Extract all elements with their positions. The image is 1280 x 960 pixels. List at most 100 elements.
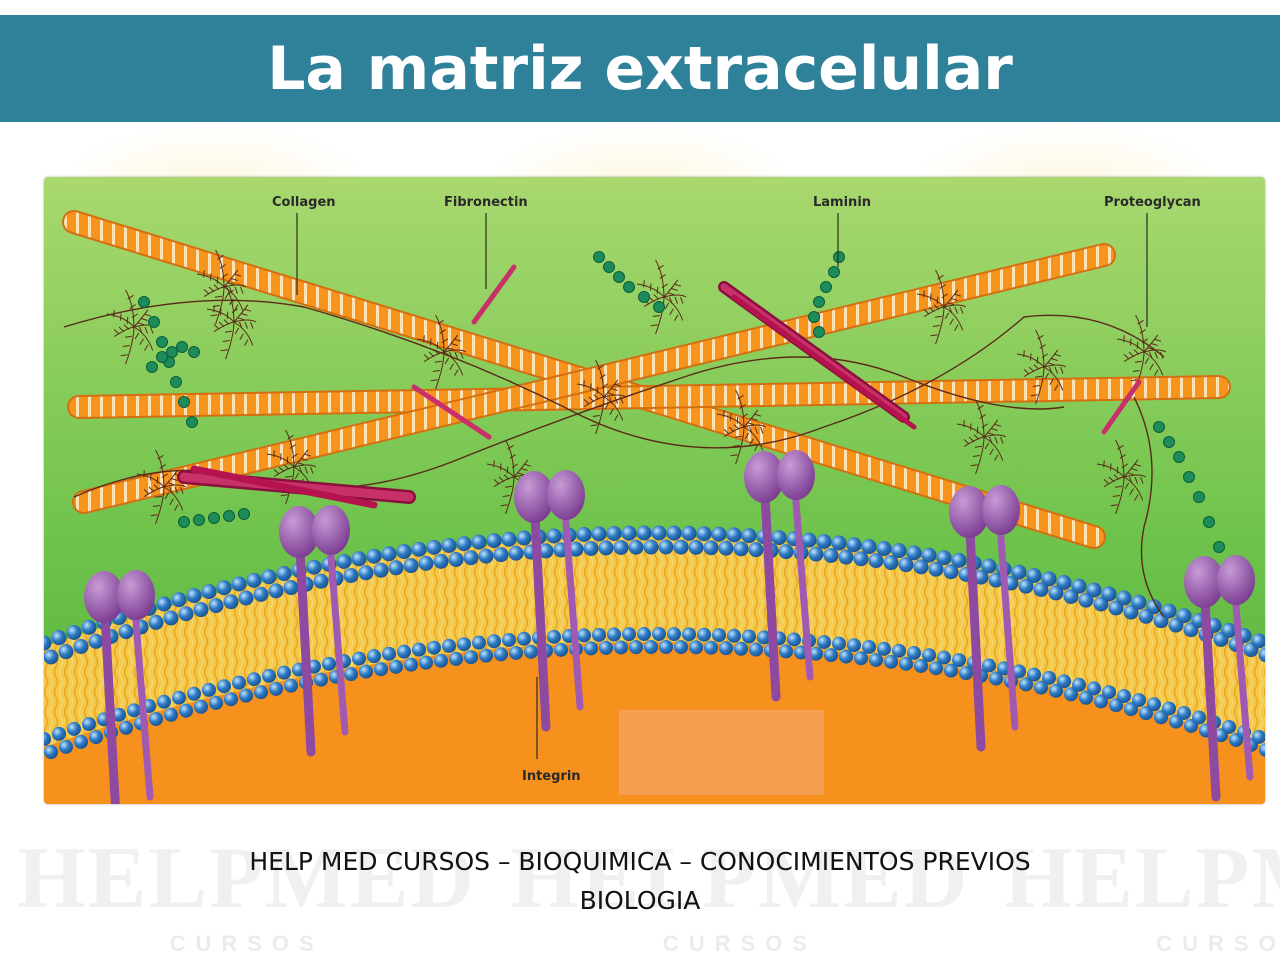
- proteoglycan-sidechain: [424, 335, 425, 342]
- lipid-head: [412, 542, 427, 557]
- lipid-head: [157, 695, 171, 709]
- laminin-bead: [1174, 452, 1185, 463]
- lipid-head: [277, 566, 292, 581]
- laminin-bead: [1164, 437, 1175, 448]
- lipid-head: [824, 548, 839, 563]
- lipid-head: [517, 531, 532, 546]
- lipid-head: [367, 549, 382, 564]
- lipid-head: [352, 652, 366, 666]
- watermark-sub: CURSOS: [17, 931, 476, 957]
- lipid-head: [487, 533, 502, 548]
- lipid-head: [599, 641, 613, 655]
- lipid-head: [457, 536, 472, 551]
- lipid-head: [337, 554, 352, 569]
- lipid-head: [202, 584, 217, 599]
- proteoglycan-sidechain: [150, 474, 151, 481]
- lipid-head: [262, 669, 276, 683]
- lipid-head: [179, 606, 194, 621]
- laminin-bead: [187, 417, 198, 428]
- lipid-head: [67, 722, 81, 736]
- lipid-head: [187, 687, 201, 701]
- lipid-head: [892, 543, 907, 558]
- lipid-head: [862, 640, 876, 654]
- lipid-head: [629, 540, 644, 555]
- lipid-head: [239, 590, 254, 605]
- lipid-head: [1117, 689, 1131, 703]
- lipid-head: [179, 704, 193, 718]
- lipid-head: [419, 556, 434, 571]
- lipid-head: [74, 639, 89, 654]
- slide-footer: HELP MED CURSOS – BIOQUIMICA – CONOCIMIE…: [0, 842, 1280, 920]
- lipid-head: [674, 640, 688, 654]
- laminin-bead: [1184, 472, 1195, 483]
- lipid-head: [704, 641, 718, 655]
- lipid-head: [509, 546, 524, 561]
- laminin-bead: [829, 267, 840, 278]
- lipid-head: [502, 532, 517, 547]
- lipid-head: [982, 659, 996, 673]
- lipid-head: [59, 644, 74, 659]
- laminin-bead: [194, 515, 205, 526]
- footer-line-2: BIOLOGIA: [0, 881, 1280, 920]
- lipid-head: [817, 534, 832, 549]
- lipid-head: [164, 708, 178, 722]
- ecm-diagram: Collagen Fibronectin Laminin Proteoglyca…: [44, 177, 1265, 804]
- lipid-head: [89, 730, 103, 744]
- proteoglycan-sidechain: [1104, 460, 1105, 467]
- lipid-head: [637, 526, 652, 541]
- lipid-head: [404, 558, 419, 573]
- lipid-head: [217, 580, 232, 595]
- lipid-head: [547, 528, 562, 543]
- lipid-head: [824, 648, 838, 662]
- lipid-head: [727, 629, 741, 643]
- watermark-sub: CURSOS: [1004, 931, 1280, 957]
- laminin-bead: [809, 312, 820, 323]
- lipid-head: [1177, 706, 1191, 720]
- lipid-head: [494, 547, 509, 562]
- label-proteoglycan: Proteoglycan: [1104, 195, 1201, 210]
- lipid-head: [749, 542, 764, 557]
- lipid-head: [397, 544, 412, 559]
- proteoglycan-sidechain: [724, 410, 725, 417]
- lipid-head: [907, 545, 922, 560]
- proteoglycan-sidechain: [730, 414, 731, 421]
- proteoglycan-sidechain: [1117, 467, 1118, 474]
- lipid-head: [397, 645, 411, 659]
- lipid-head: [779, 644, 793, 658]
- lipid-head: [314, 673, 328, 687]
- lipid-head: [1042, 571, 1057, 586]
- lipid-head: [922, 548, 937, 563]
- lipid-head: [427, 540, 442, 555]
- label-integrin: Integrin: [522, 769, 581, 784]
- proteoglycan-sidechain: [1110, 464, 1111, 471]
- lipid-head: [157, 597, 172, 612]
- lipid-head: [1177, 608, 1192, 623]
- slide-title: La matriz extracelular: [267, 34, 1013, 104]
- laminin-bead: [179, 517, 190, 528]
- lipid-head: [719, 541, 734, 556]
- lipid-head: [487, 634, 501, 648]
- blank-label-box: [619, 710, 824, 795]
- proteoglycan-sidechain: [204, 270, 205, 277]
- lipid-head: [1027, 668, 1041, 682]
- lipid-head: [607, 627, 621, 641]
- laminin-bead: [624, 282, 635, 293]
- lipid-head: [434, 554, 449, 569]
- proteoglycan-sidechain: [274, 450, 275, 457]
- laminin-bead: [149, 317, 160, 328]
- lipid-head: [622, 627, 636, 641]
- integrin-head: [777, 450, 815, 500]
- proteoglycan-sidechain: [507, 467, 508, 474]
- lipid-head: [734, 642, 748, 656]
- proteoglycan-sidechain: [964, 420, 965, 427]
- lipid-head: [749, 643, 763, 657]
- lipid-head: [712, 527, 727, 542]
- lipid-head: [172, 592, 187, 607]
- proteoglycan-sidechain: [114, 310, 115, 317]
- lipid-head: [712, 628, 726, 642]
- lipid-head: [1057, 674, 1071, 688]
- proteoglycan-sidechain: [494, 460, 495, 467]
- proteoglycan-sidechain: [120, 314, 121, 321]
- laminin-bead: [209, 513, 220, 524]
- lipid-head: [224, 594, 239, 609]
